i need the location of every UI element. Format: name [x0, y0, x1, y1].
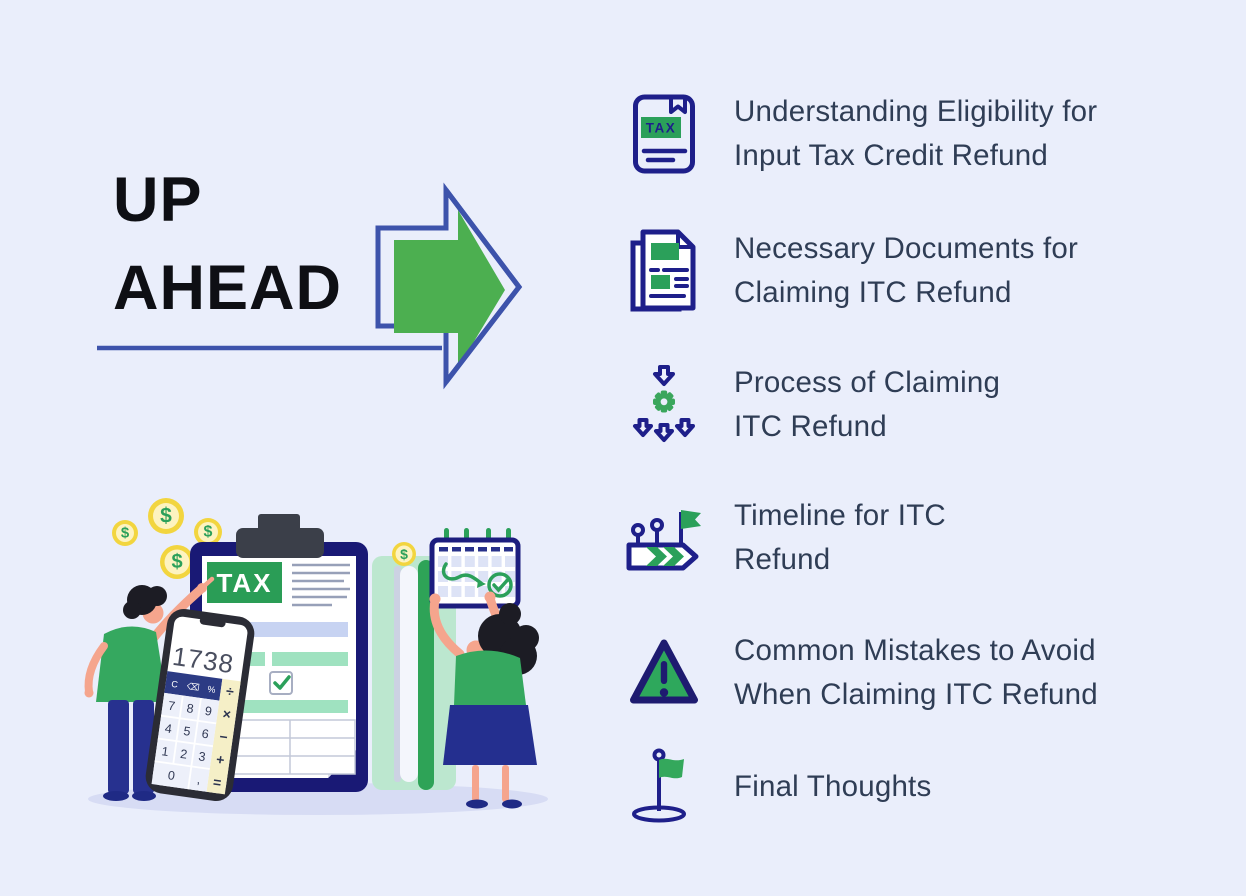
calc-key-percent: % [207, 684, 216, 695]
topic-line: Common Mistakes to Avoid [734, 634, 1096, 667]
topic-item-documents: Necessary Documents for Claiming ITC Ref… [622, 225, 1202, 317]
calc-key-multiply: × [222, 705, 232, 722]
calc-key-clear: C [171, 679, 179, 690]
dollar-coins: $ $ $ $ [112, 498, 222, 579]
coin-dollar: $ [160, 505, 172, 528]
topic-line: ITC Refund [734, 410, 887, 443]
topic-line: Necessary Documents for [734, 232, 1078, 265]
topic-line: Input Tax Credit Refund [734, 139, 1048, 172]
calc-key: 3 [198, 749, 207, 764]
calculator-phone: 1738 C ⌫ % 7 8 9 4 5 6 1 2 3 0 , [145, 608, 255, 802]
coin-dollar: $ [400, 546, 408, 562]
calc-key: , [196, 772, 201, 786]
documents-icon [622, 228, 706, 314]
calc-key: 8 [186, 701, 195, 716]
topic-item-process: Process of Claiming ITC Refund [622, 359, 1202, 451]
topic-line: Refund [734, 543, 831, 576]
timeline-icon [622, 501, 706, 575]
folder-coin: $ [392, 542, 416, 566]
calc-key: 6 [201, 727, 210, 742]
headline-line-2: AHEAD [113, 253, 343, 323]
topic-item-timeline: Timeline for ITC Refund [622, 492, 1202, 584]
coin-dollar: $ [171, 551, 182, 573]
calc-key: 5 [183, 724, 192, 739]
calc-key-divide: ÷ [225, 683, 235, 700]
calc-key-plus: + [215, 751, 225, 768]
calc-key: 0 [167, 768, 176, 783]
calc-key: 4 [164, 721, 173, 736]
calc-key-backspace: ⌫ [186, 681, 200, 693]
calendar-doodle [441, 562, 513, 598]
tax-book-icon: TAX [622, 94, 706, 174]
calendar [429, 528, 521, 609]
topic-item-final-thoughts: Final Thoughts [622, 741, 1202, 833]
coin-dollar: $ [121, 525, 130, 542]
topic-line: Understanding Eligibility for [734, 95, 1098, 128]
topic-item-mistakes: Common Mistakes to Avoid When Claiming I… [622, 627, 1202, 719]
book-tax-label: TAX [646, 121, 677, 136]
woman-figure [429, 591, 539, 809]
topic-line: Process of Claiming [734, 366, 1001, 399]
topic-label: Necessary Documents for Claiming ITC Ref… [734, 227, 1078, 315]
topic-label: Timeline for ITC Refund [734, 494, 946, 582]
topic-line: When Claiming ITC Refund [734, 678, 1098, 711]
tax-illustration: $ $ $ $ $ [84, 498, 548, 815]
tax-sign-label: TAX [216, 568, 272, 598]
headline: UP AHEAD [113, 156, 342, 332]
topic-label: Final Thoughts [734, 765, 931, 809]
calc-key: 7 [167, 699, 176, 714]
topic-label: Process of Claiming ITC Refund [734, 361, 1000, 449]
coin-dollar: $ [204, 524, 213, 541]
process-gear-arrows-icon [622, 364, 706, 446]
calc-key: 2 [179, 747, 188, 762]
man-figure [84, 576, 215, 801]
topic-item-eligibility: TAX Understanding Eligibility for Input … [622, 88, 1202, 180]
topic-line: Claiming ITC Refund [734, 276, 1012, 309]
up-ahead-arrow-icon [97, 182, 523, 390]
calc-key: 9 [204, 704, 213, 719]
topic-line: Timeline for ITC [734, 499, 946, 532]
warning-triangle-icon [622, 635, 706, 711]
topic-label: Common Mistakes to Avoid When Claiming I… [734, 629, 1098, 717]
finish-flag-icon [622, 748, 706, 826]
topic-line: Final Thoughts [734, 770, 932, 803]
calc-key: 1 [161, 744, 170, 759]
calc-key-minus: − [218, 728, 228, 745]
topic-label: Understanding Eligibility for Input Tax … [734, 90, 1097, 178]
calc-key-equals: = [212, 774, 222, 791]
headline-line-1: UP [113, 165, 203, 235]
